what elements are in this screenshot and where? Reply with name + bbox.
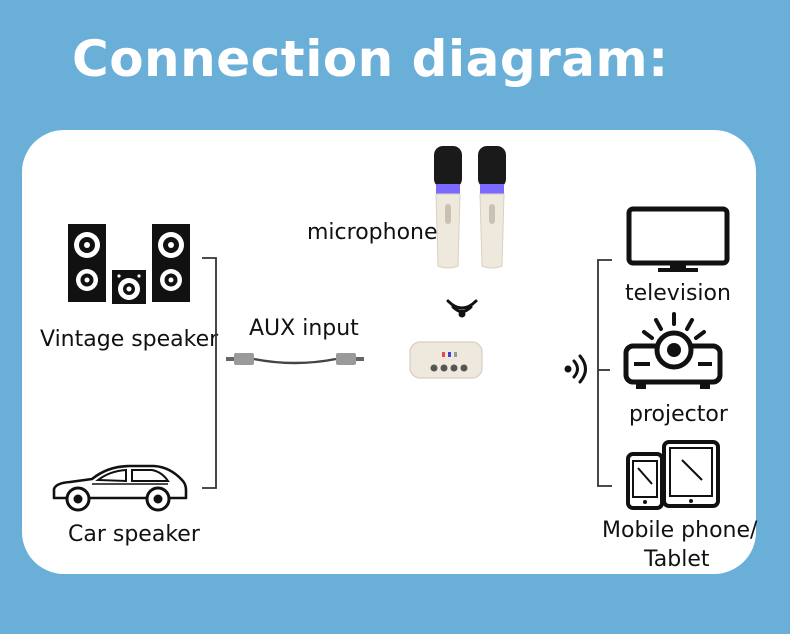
speakers-icon — [68, 224, 190, 304]
wireless-signal-icon — [564, 354, 587, 384]
television-icon — [626, 206, 730, 272]
vintage-speaker-label: Vintage speaker — [40, 327, 219, 352]
left-bracket — [202, 257, 217, 489]
television-label: television — [625, 281, 731, 306]
car-icon — [52, 464, 188, 512]
projector-icon — [623, 312, 723, 389]
phone-tablet-icon — [626, 440, 720, 510]
mobile-phone-label: Mobile phone/ — [602, 518, 758, 543]
microphone-label: microphone — [307, 220, 438, 245]
tablet-label: Tablet — [644, 547, 710, 572]
car-speaker-label: Car speaker — [68, 522, 200, 547]
wireless-signal-icon — [446, 299, 478, 318]
page-title: Connection diagram: — [72, 30, 669, 88]
right-bracket — [597, 259, 612, 487]
aux-cable-icon — [226, 353, 364, 365]
aux-input-label: AUX input — [249, 316, 359, 341]
receiver-icon — [409, 341, 483, 379]
microphone-icon — [434, 146, 506, 269]
projector-label: projector — [629, 402, 728, 427]
